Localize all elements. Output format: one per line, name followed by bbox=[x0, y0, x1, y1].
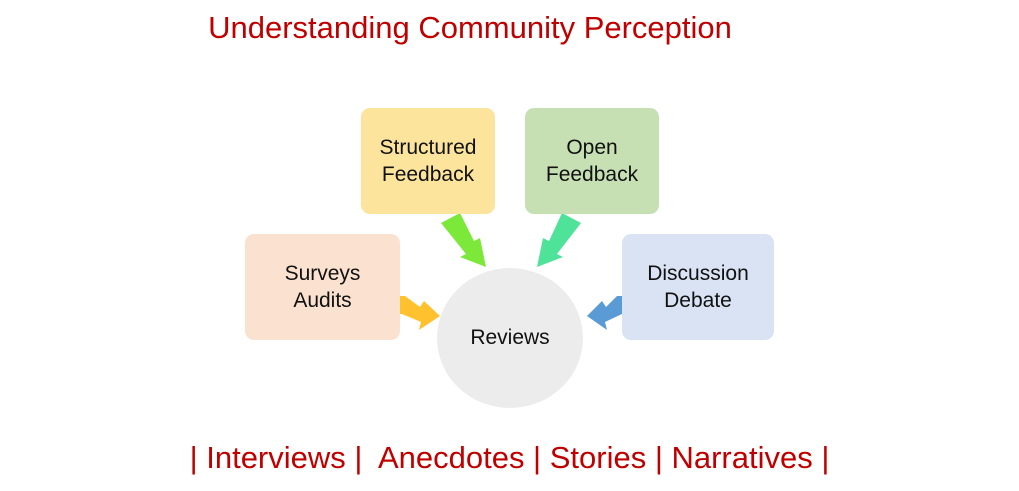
bottom-methods-line: | Interviews | Anecdotes | Stories | Nar… bbox=[189, 440, 830, 475]
arrow-open-to-reviews bbox=[537, 213, 581, 267]
open-feedback-line1: Open bbox=[566, 136, 618, 159]
open-feedback-box: Open Feedback bbox=[525, 108, 659, 214]
open-feedback-line2: Feedback bbox=[545, 163, 639, 186]
diagram-title: Understanding Community Perception bbox=[208, 10, 732, 45]
reviews-label: Reviews bbox=[470, 326, 550, 349]
discussion-debate-box: Discussion Debate bbox=[622, 234, 774, 340]
surveys-audits-line2: Audits bbox=[293, 289, 352, 312]
arrow-discussion-to-reviews bbox=[587, 296, 622, 330]
structured-feedback-line2: Feedback bbox=[381, 163, 475, 186]
structured-feedback-box: Structured Feedback bbox=[361, 108, 495, 214]
surveys-audits-box: Surveys Audits bbox=[245, 234, 400, 340]
arrow-structured-to-reviews bbox=[441, 213, 486, 267]
arrow-surveys-to-reviews bbox=[400, 296, 440, 330]
discussion-debate-line1: Discussion bbox=[647, 262, 749, 285]
surveys-audits-line1: Surveys bbox=[284, 262, 361, 285]
reviews-circle: Reviews bbox=[437, 268, 583, 408]
structured-feedback-line1: Structured bbox=[379, 136, 477, 159]
discussion-debate-line2: Debate bbox=[664, 289, 732, 312]
